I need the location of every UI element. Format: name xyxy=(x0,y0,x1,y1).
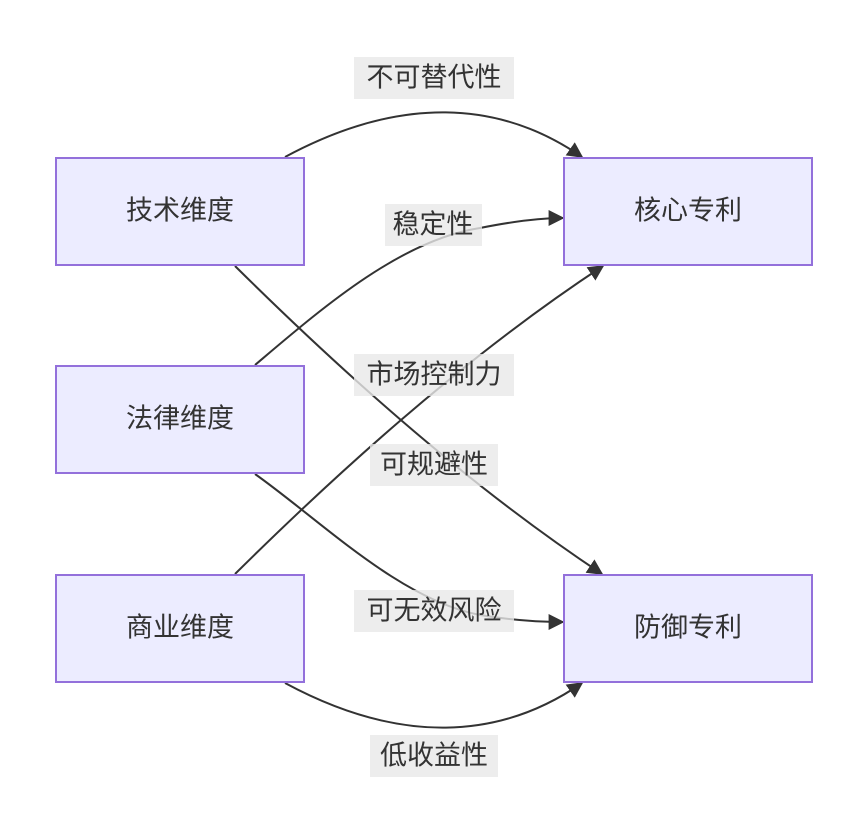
node-core[interactable]: 核心专利 xyxy=(563,157,813,266)
node-label: 技术维度 xyxy=(126,196,234,227)
edge-biz-defense xyxy=(284,682,584,729)
edge-label-biz-core: 市场控制力 xyxy=(354,354,514,396)
edge-label-tech-defense: 可规避性 xyxy=(370,444,498,486)
node-label: 核心专利 xyxy=(634,196,742,227)
edge-label-text: 可规避性 xyxy=(380,450,488,481)
edge-label-text: 不可替代性 xyxy=(367,63,502,94)
edge-label-tech-core: 不可替代性 xyxy=(354,57,514,99)
nodes: 技术维度 法律维度 商业维度 核心专利 防御专利 xyxy=(55,157,813,683)
edge-tech-core xyxy=(284,111,584,158)
node-label: 防御专利 xyxy=(634,613,742,644)
node-tech[interactable]: 技术维度 xyxy=(55,157,305,266)
edge-label-text: 低收益性 xyxy=(380,741,488,772)
edge-biz-core xyxy=(234,265,605,575)
edge-label-legal-defense: 可无效风险 xyxy=(354,590,514,632)
node-legal[interactable]: 法律维度 xyxy=(55,365,305,474)
edge-label-text: 稳定性 xyxy=(393,210,474,241)
edge-label-legal-core: 稳定性 xyxy=(385,204,482,246)
edge-label-text: 可无效风险 xyxy=(367,596,502,627)
edge-label-text: 市场控制力 xyxy=(367,360,502,391)
node-label: 商业维度 xyxy=(126,613,234,644)
edge-label-biz-defense: 低收益性 xyxy=(370,735,498,777)
node-defense[interactable]: 防御专利 xyxy=(563,574,813,683)
node-label: 法律维度 xyxy=(126,404,234,435)
edge-labels: 不可替代性 稳定性 市场控制力 可规避性 可无效风险 低收益性 xyxy=(354,57,514,777)
node-biz[interactable]: 商业维度 xyxy=(55,574,305,683)
